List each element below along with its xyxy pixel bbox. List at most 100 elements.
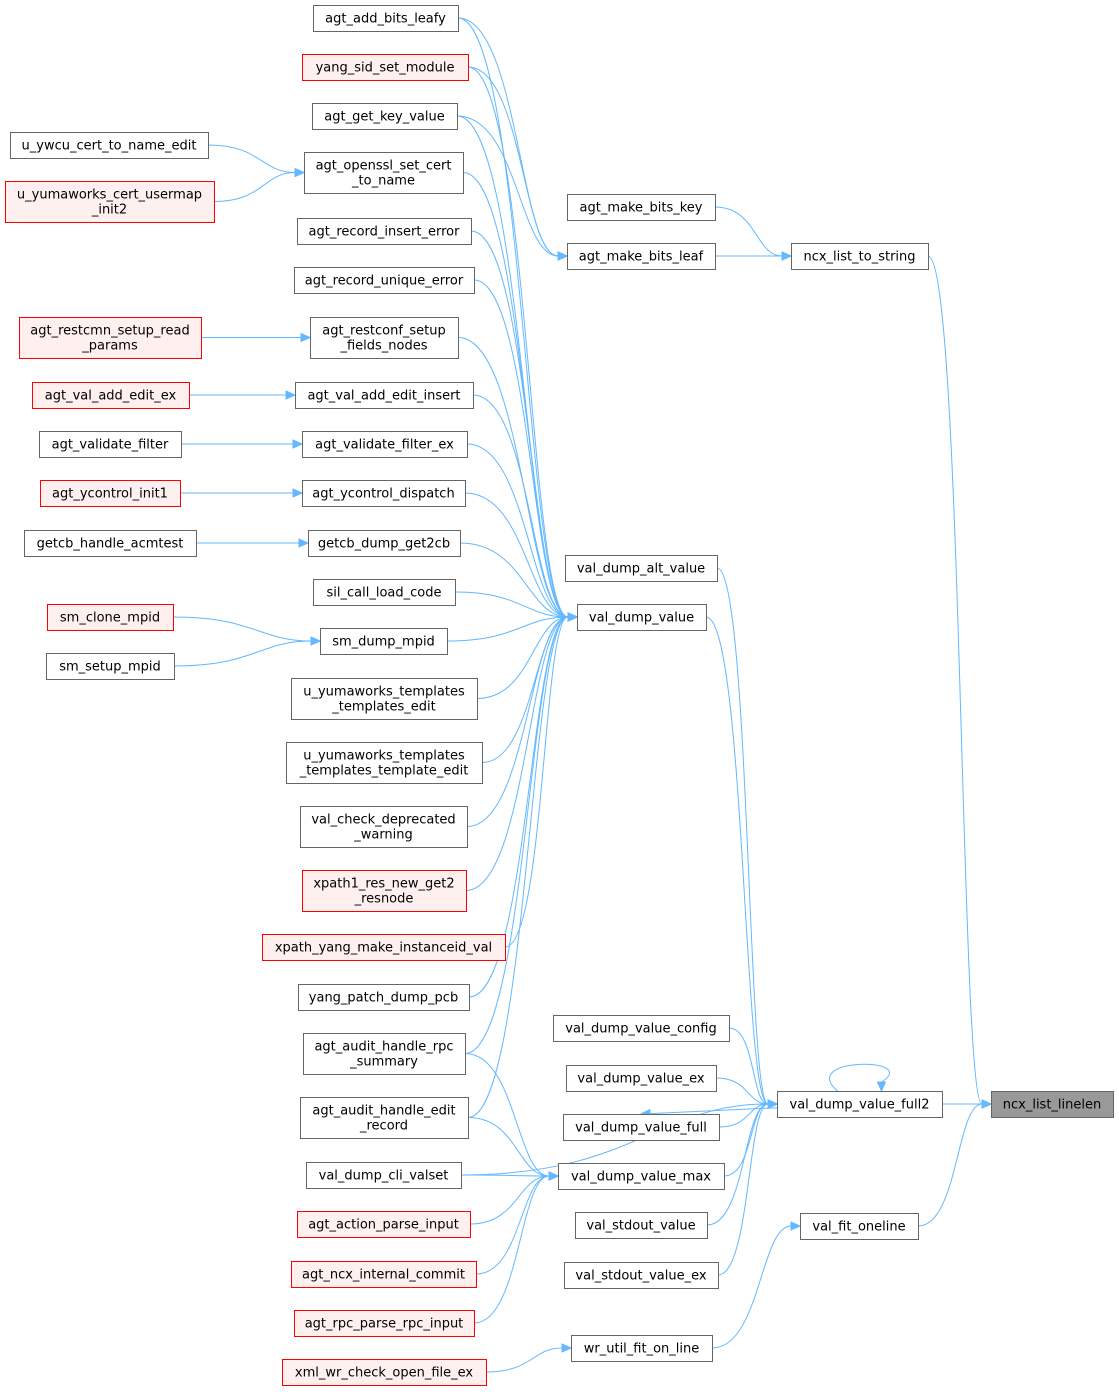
node-val_stdout_value_ex[interactable]: val_stdout_value_ex	[564, 1262, 719, 1289]
node-label: xml_wr_check_open_file_ex	[295, 1366, 474, 1381]
node-val_dump_value_full[interactable]: val_dump_value_full	[563, 1114, 720, 1141]
edge-arrowhead	[561, 1343, 573, 1353]
edge-line	[456, 115, 569, 618]
edge-arrowhead	[981, 1099, 993, 1109]
node-yang_sid_set_module[interactable]: yang_sid_set_module	[302, 54, 469, 81]
node-agt_validate_filter_ex[interactable]: agt_validate_filter_ex	[302, 431, 468, 458]
edge-agt_audit_handle_edit_record-to-val_dump_value_max	[467, 1117, 560, 1181]
node-agt_add_bits_leafy[interactable]: agt_add_bits_leafy	[313, 5, 459, 32]
edge-arrowhead	[310, 636, 322, 646]
node-label: _record	[359, 1119, 408, 1134]
node-getcb_handle_acmtest[interactable]: getcb_handle_acmtest	[24, 530, 197, 557]
node-box	[313, 579, 456, 606]
node-label: xpath1_res_new_get2	[313, 877, 454, 892]
node-agt_validate_filter[interactable]: agt_validate_filter	[39, 431, 182, 458]
node-ncx_list_to_string[interactable]: ncx_list_to_string	[791, 243, 929, 270]
node-label: _init2	[91, 203, 127, 218]
node-label: ncx_list_to_string	[803, 250, 915, 265]
node-agt_openssl_set_cert_to_name[interactable]: agt_openssl_set_cert_to_name	[304, 152, 464, 194]
node-label: agt_rpc_parse_rpc_input	[305, 1317, 464, 1332]
node-box	[300, 806, 468, 848]
edge-line	[828, 1063, 891, 1092]
node-label: sil_call_load_code	[327, 586, 442, 601]
node-agt_action_parse_input[interactable]: agt_action_parse_input	[297, 1211, 471, 1238]
edge-line	[717, 1103, 769, 1276]
edge-line	[723, 1103, 769, 1177]
node-label: ncx_list_linelen	[1003, 1098, 1101, 1113]
node-sil_call_load_code[interactable]: sil_call_load_code	[313, 579, 456, 606]
node-val_check_deprecated_warning[interactable]: val_check_deprecated_warning	[300, 806, 468, 848]
node-agt_rpc_parse_rpc_input[interactable]: agt_rpc_parse_rpc_input	[294, 1310, 475, 1337]
edge-yang_sid_set_module-to-agt_make_bits_leaf	[467, 66, 569, 261]
node-box	[32, 382, 190, 409]
node-val_dump_value[interactable]: val_dump_value	[577, 604, 707, 631]
node-ncx_list_linelen[interactable]: ncx_list_linelen	[991, 1091, 1114, 1118]
edge-arrowhead	[292, 488, 304, 498]
node-agt_audit_handle_rpc_summary[interactable]: agt_audit_handle_rpc_summary	[303, 1033, 466, 1075]
node-u_ywcu_cert_to_name_edit[interactable]: u_ywcu_cert_to_name_edit	[10, 132, 209, 159]
edge-sm_clone_mpid-to-sm_dump_mpid	[172, 616, 322, 646]
node-label: agt_audit_handle_rpc	[314, 1040, 453, 1055]
node-label: agt_val_add_edit_insert	[307, 389, 460, 404]
edge-line	[705, 616, 769, 1105]
node-agt_record_insert_error[interactable]: agt_record_insert_error	[297, 218, 472, 245]
node-u_yumaworks_templates_templates_edit[interactable]: u_yumaworks_templates_templates_edit	[291, 678, 478, 720]
node-yang_patch_dump_pcb[interactable]: yang_patch_dump_pcb	[298, 984, 470, 1011]
node-label: agt_restconf_setup	[322, 324, 446, 339]
node-u_yumaworks_templates_templates_template_edit[interactable]: u_yumaworks_templates_templates_template…	[286, 742, 483, 784]
node-agt_audit_handle_edit_record[interactable]: agt_audit_handle_edit_record	[300, 1097, 469, 1139]
edge-sm_setup_mpid-to-sm_dump_mpid	[173, 636, 322, 667]
node-sm_setup_mpid[interactable]: sm_setup_mpid	[46, 653, 175, 680]
node-box	[40, 480, 181, 507]
node-u_yumaworks_cert_usermap_init2[interactable]: u_yumaworks_cert_usermap_init2	[5, 181, 215, 223]
node-xpath_yang_make_instanceid_val[interactable]: xpath_yang_make_instanceid_val	[262, 934, 506, 961]
edge-wr_util_fit_on_line-to-val_fit_oneline	[711, 1221, 802, 1349]
node-label: agt_make_bits_key	[580, 201, 703, 216]
node-val_dump_value_ex[interactable]: val_dump_value_ex	[566, 1065, 717, 1092]
edge-line	[467, 616, 569, 1118]
edge-line	[465, 616, 569, 891]
node-val_stdout_value[interactable]: val_stdout_value	[575, 1212, 708, 1239]
node-agt_val_add_edit_insert[interactable]: agt_val_add_edit_insert	[295, 382, 474, 409]
node-val_dump_alt_value[interactable]: val_dump_alt_value	[565, 555, 718, 582]
node-agt_ycontrol_dispatch[interactable]: agt_ycontrol_dispatch	[302, 480, 466, 507]
node-agt_make_bits_leaf[interactable]: agt_make_bits_leaf	[567, 243, 716, 270]
edge-line	[476, 616, 569, 699]
node-agt_ycontrol_init1[interactable]: agt_ycontrol_init1	[40, 480, 181, 507]
node-box	[297, 1211, 471, 1238]
node-box	[10, 132, 209, 159]
node-val_dump_value_full2[interactable]: val_dump_value_full2	[777, 1091, 943, 1118]
node-label: agt_val_add_edit_ex	[45, 389, 177, 404]
node-val_dump_cli_valset[interactable]: val_dump_cli_valset	[306, 1162, 462, 1189]
edge-line	[711, 1225, 792, 1349]
node-xpath1_res_new_get2_resnode[interactable]: xpath1_res_new_get2_resnode	[302, 870, 467, 912]
node-agt_ncx_internal_commit[interactable]: agt_ncx_internal_commit	[291, 1261, 477, 1288]
node-wr_util_fit_on_line[interactable]: wr_util_fit_on_line	[571, 1335, 713, 1362]
edge-line	[466, 443, 569, 618]
node-agt_record_unique_error[interactable]: agt_record_unique_error	[294, 267, 475, 294]
node-val_fit_oneline[interactable]: val_fit_oneline	[800, 1213, 919, 1240]
node-sm_clone_mpid[interactable]: sm_clone_mpid	[47, 604, 174, 631]
node-label: val_dump_value_config	[565, 1022, 716, 1037]
edge-line	[464, 616, 569, 1054]
node-agt_restcmn_setup_read_params[interactable]: agt_restcmn_setup_read_params	[19, 317, 202, 359]
node-label: getcb_handle_acmtest	[37, 537, 184, 552]
node-sm_dump_mpid[interactable]: sm_dump_mpid	[320, 628, 448, 655]
edge-agt_validate_filter_ex-to-val_dump_value	[466, 443, 579, 622]
node-box	[298, 984, 470, 1011]
edge-line	[460, 1174, 550, 1177]
edge-line	[706, 1103, 769, 1226]
edge-u_yumaworks_templates_templates_edit-to-val_dump_value	[476, 612, 579, 699]
node-agt_restconf_setup_fields_nodes[interactable]: agt_restconf_setup_fields_nodes	[310, 317, 459, 359]
node-agt_get_key_value[interactable]: agt_get_key_value	[312, 103, 458, 130]
node-agt_make_bits_key[interactable]: agt_make_bits_key	[567, 194, 716, 221]
node-label: u_ywcu_cert_to_name_edit	[22, 139, 197, 154]
node-val_dump_value_max[interactable]: val_dump_value_max	[558, 1163, 725, 1190]
node-label: val_dump_value_full2	[790, 1098, 930, 1113]
node-agt_val_add_edit_ex[interactable]: agt_val_add_edit_ex	[32, 382, 190, 409]
node-getcb_dump_get2cb[interactable]: getcb_dump_get2cb	[308, 530, 461, 557]
edge-line	[467, 66, 559, 257]
node-val_dump_value_config[interactable]: val_dump_value_config	[553, 1015, 730, 1042]
node-xml_wr_check_open_file_ex[interactable]: xml_wr_check_open_file_ex	[282, 1359, 487, 1386]
edge-line	[472, 394, 569, 618]
